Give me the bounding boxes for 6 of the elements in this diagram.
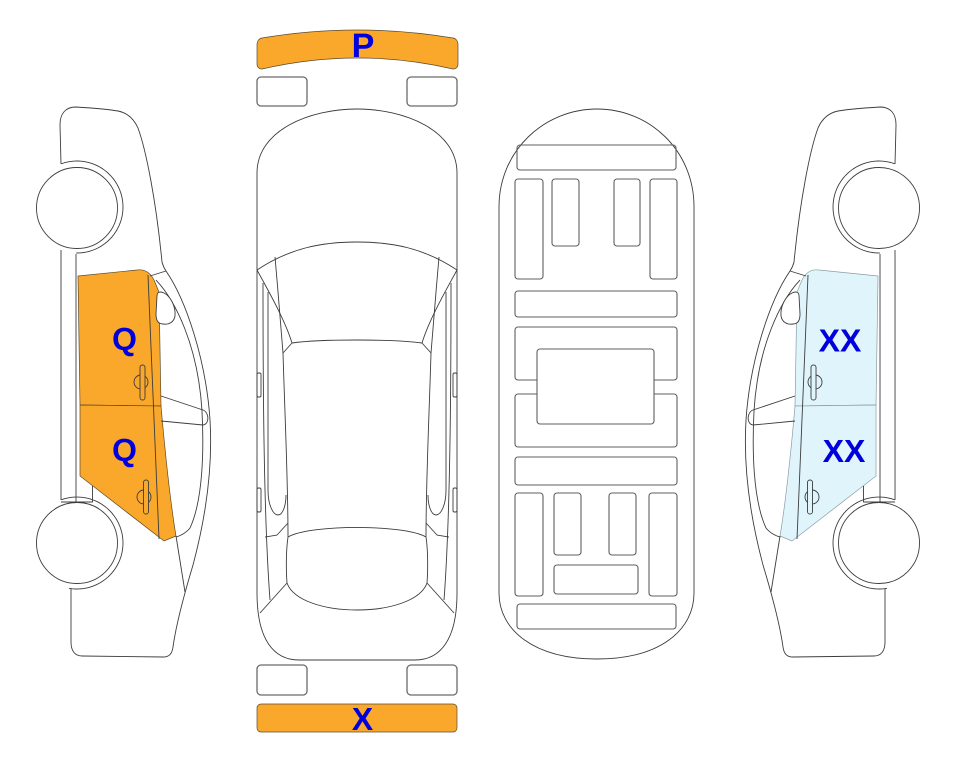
bumper: X (256, 704, 458, 732)
bumper: P (256, 30, 458, 70)
door-panel: Q (80, 404, 176, 542)
door-panel: XX (780, 404, 876, 542)
door-panel: Q (78, 269, 162, 406)
door-panel: XX (794, 269, 878, 406)
